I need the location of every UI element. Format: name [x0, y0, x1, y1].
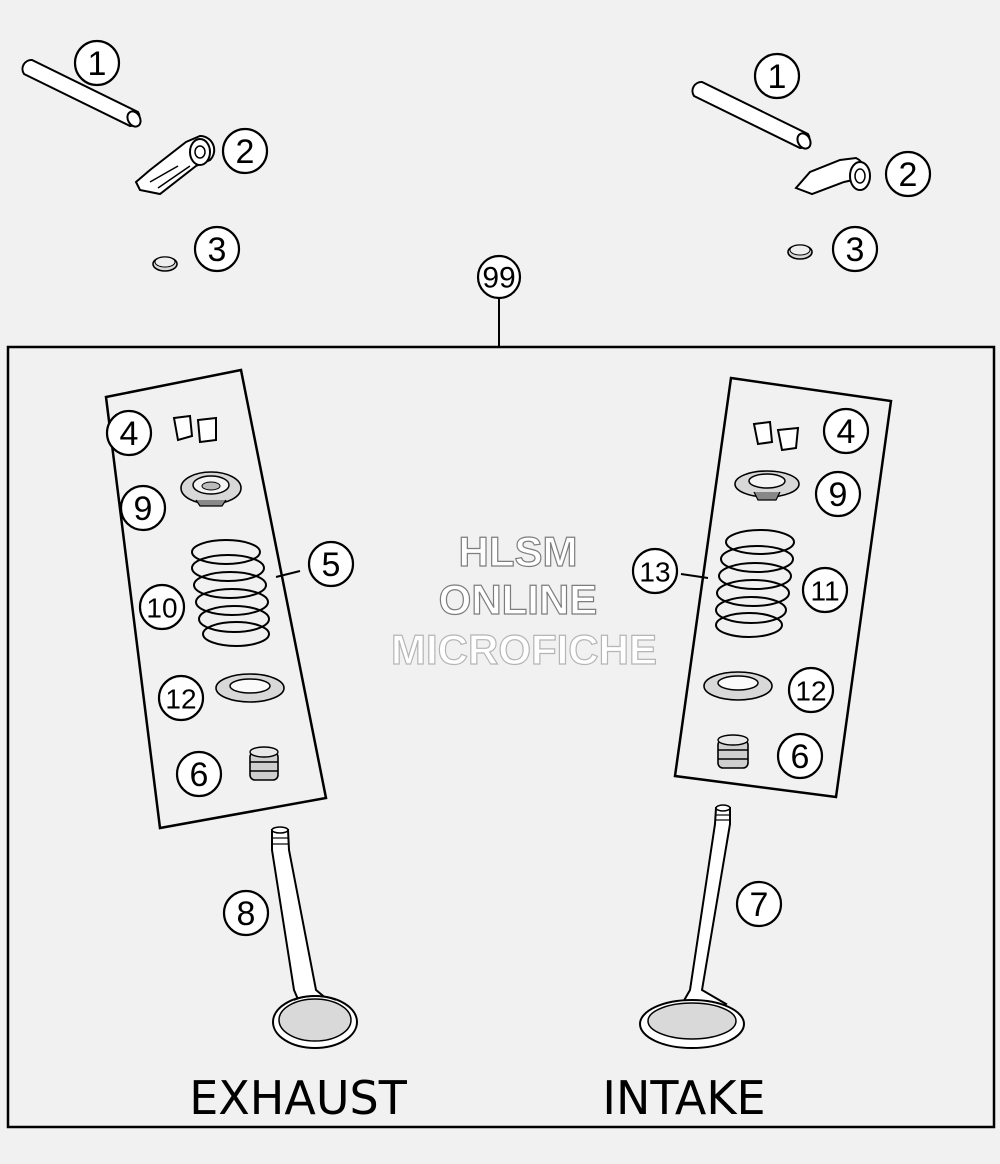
intake-valve	[639, 804, 745, 1049]
svg-text:13: 13	[639, 557, 670, 588]
watermark-line2: ONLINE	[439, 576, 598, 623]
intake-valve-spring	[715, 529, 795, 638]
svg-text:11: 11	[810, 576, 839, 607]
callout-intake-valve-spring: 11	[801, 566, 849, 614]
intake-spring-set-box	[673, 376, 893, 799]
exhaust-valve	[271, 826, 358, 1049]
callout-exhaust-valve-keeper: 4	[105, 409, 153, 457]
exhaust-valve-spring	[191, 539, 270, 647]
watermark-line1: HLSM	[459, 528, 578, 575]
svg-text:99: 99	[482, 262, 515, 295]
svg-text:9: 9	[134, 490, 153, 528]
callout-intake-rocker-arm: 2	[884, 150, 932, 198]
exhaust-label: EXHAUST	[189, 1071, 408, 1125]
svg-text:6: 6	[190, 756, 209, 794]
svg-text:8: 8	[237, 895, 256, 933]
callout-intake-valve: 7	[735, 880, 783, 928]
watermark-line3: MICROFICHE	[391, 626, 657, 673]
svg-text:7: 7	[750, 886, 769, 924]
callout-exhaust-valve: 8	[222, 889, 270, 937]
callout-exhaust-valve-spring-set: 5	[307, 540, 355, 588]
intake-spring-set-leader	[680, 573, 709, 579]
svg-text:3: 3	[846, 231, 865, 269]
callout-exhaust-valve-stem-seal: 6	[175, 750, 223, 798]
svg-text:2: 2	[899, 156, 918, 194]
intake-valve-keeper	[752, 420, 800, 452]
exhaust-rocker-shaft	[21, 59, 142, 128]
svg-text:2: 2	[236, 133, 255, 171]
intake-rocker-arm	[794, 156, 871, 196]
exhaust-rocker-arm	[134, 134, 216, 196]
assembly-frame	[6, 345, 996, 1129]
callout-intake-valve-keeper: 4	[822, 407, 870, 455]
exhaust-spring-retainer	[180, 471, 242, 507]
intake-valve-stem-seal	[717, 734, 749, 769]
intake-shim	[787, 244, 813, 260]
svg-text:12: 12	[795, 676, 826, 707]
svg-text:12: 12	[165, 684, 196, 715]
exhaust-spring-set-box	[104, 368, 328, 830]
callout-exhaust-shim: 3	[193, 225, 241, 273]
intake-label: INTAKE	[602, 1071, 765, 1125]
svg-text:4: 4	[837, 413, 856, 451]
callout-intake-spring-seat: 12	[787, 666, 835, 714]
intake-rocker-shaft	[691, 81, 812, 150]
callout-exhaust-rocker-arm: 2	[221, 127, 269, 175]
svg-text:3: 3	[208, 231, 227, 269]
callout-intake-valve-stem-seal: 6	[776, 732, 824, 780]
exhaust-valve-stem-seal	[249, 746, 279, 781]
callout-exhaust-valve-spring: 10	[138, 583, 186, 631]
callout-exhaust-rocker-shaft: 1	[73, 39, 121, 87]
svg-text:5: 5	[322, 546, 341, 584]
callout-assembly: 99	[476, 254, 522, 300]
intake-spring-seat	[703, 671, 773, 701]
exhaust-valve-keeper	[172, 414, 217, 444]
callout-intake-spring-retainer: 9	[814, 470, 862, 518]
exhaust-spring-set-leader	[275, 570, 301, 578]
exhaust-shim	[152, 256, 178, 272]
svg-text:9: 9	[829, 476, 848, 514]
svg-text:4: 4	[120, 415, 139, 453]
svg-text:1: 1	[88, 45, 107, 83]
watermark: HLSM ONLINE MICROFICHE	[390, 527, 657, 673]
callout-exhaust-spring-retainer: 9	[119, 484, 167, 532]
callout-intake-shim: 3	[831, 225, 879, 273]
svg-text:6: 6	[791, 738, 810, 776]
intake-spring-retainer	[734, 470, 800, 501]
callout-exhaust-spring-seat: 12	[157, 674, 205, 722]
callout-intake-rocker-shaft: 1	[753, 52, 801, 100]
exhaust-spring-seat	[215, 673, 285, 703]
callout-intake-valve-spring-set: 13	[631, 547, 679, 595]
svg-text:10: 10	[146, 593, 177, 624]
svg-text:1: 1	[768, 58, 787, 96]
